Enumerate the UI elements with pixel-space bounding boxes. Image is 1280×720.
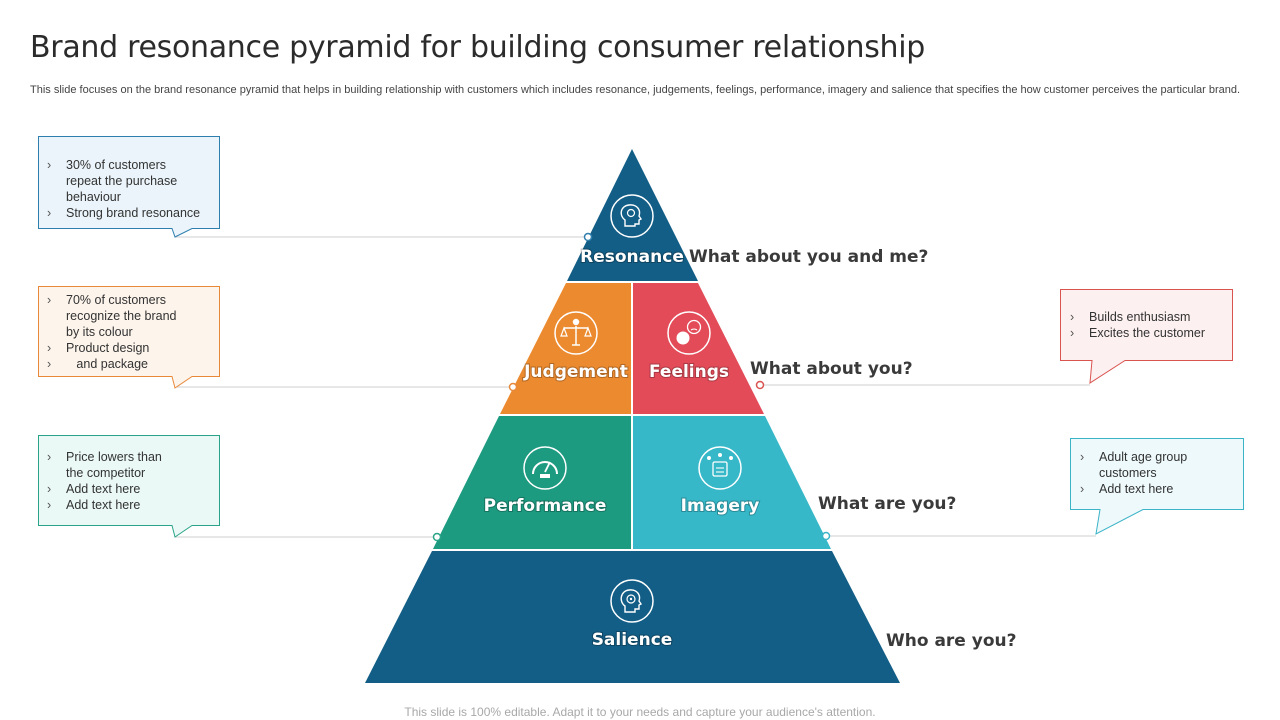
emotion-faces-icon — [667, 311, 711, 355]
callout-item: 70% of customers — [47, 292, 215, 308]
callout-item: Price lowers than — [47, 449, 215, 465]
pyramid-tier-judgement[interactable] — [500, 283, 631, 414]
feelings-label: Feelings — [649, 362, 729, 382]
connector-dot-judgement — [508, 382, 518, 392]
callout-item: Add text here — [47, 497, 215, 513]
balance-scale-person-icon — [554, 311, 598, 355]
imagery-label: Imagery — [681, 496, 760, 516]
pyramid-tier-feelings[interactable] — [633, 283, 764, 414]
callout-item: by its colour — [66, 325, 133, 339]
callout-item: repeat the purchase — [66, 174, 178, 188]
callout-item: Add text here — [47, 481, 215, 497]
callout-item: Adult age group — [1080, 449, 1240, 465]
callout-item: Excites the customer — [1070, 325, 1230, 341]
connector-dot-imagery — [821, 531, 831, 541]
callout-item: customers — [1099, 466, 1157, 480]
callout-item: Builds enthusiasm — [1070, 309, 1230, 325]
pyramid-tier-salience[interactable] — [365, 551, 900, 683]
brain-head-icon — [610, 194, 654, 238]
judgement-label: Judgement — [523, 362, 628, 382]
callout-feelings: Builds enthusiasmExcites the customer — [1070, 309, 1230, 341]
callout-item: and package — [47, 356, 215, 372]
callout-item: Add text here — [1080, 481, 1240, 497]
target-head-icon — [610, 579, 654, 623]
performance-label: Performance — [484, 496, 607, 516]
callout-item: 30% of customers — [47, 157, 215, 173]
resonance-label: Resonance — [580, 247, 684, 267]
pyramid-tier-resonance[interactable] — [567, 149, 698, 281]
network-people-icon — [698, 446, 742, 490]
callout-item: Product design — [47, 340, 215, 356]
callout-item: Strong brand resonance — [47, 205, 215, 221]
callout-item: the competitor — [66, 466, 146, 480]
callout-item: recognize the brand — [66, 309, 177, 323]
slide-footer: This slide is 100% editable. Adapt it to… — [404, 705, 876, 719]
question-resonance: What about you and me? — [689, 247, 928, 267]
question-imagery: What are you? — [818, 494, 956, 514]
connector-dot-feelings — [755, 380, 765, 390]
slide-title: Brand resonance pyramid for building con… — [30, 30, 926, 65]
question-feelings: What about you? — [750, 359, 913, 379]
callout-imagery: Adult age groupcustomersAdd text here — [1080, 449, 1240, 497]
speedometer-icon — [523, 446, 567, 490]
connector-dot-resonance — [583, 232, 593, 242]
connector-dot-performance — [432, 532, 442, 542]
callout-item: behaviour — [66, 190, 121, 204]
pyramid-tier-performance[interactable] — [433, 416, 631, 549]
salience-label: Salience — [592, 630, 673, 650]
question-salience: Who are you? — [886, 631, 1016, 651]
pyramid-tier-imagery[interactable] — [633, 416, 831, 549]
slide-subtitle: This slide focuses on the brand resonanc… — [30, 84, 1241, 96]
